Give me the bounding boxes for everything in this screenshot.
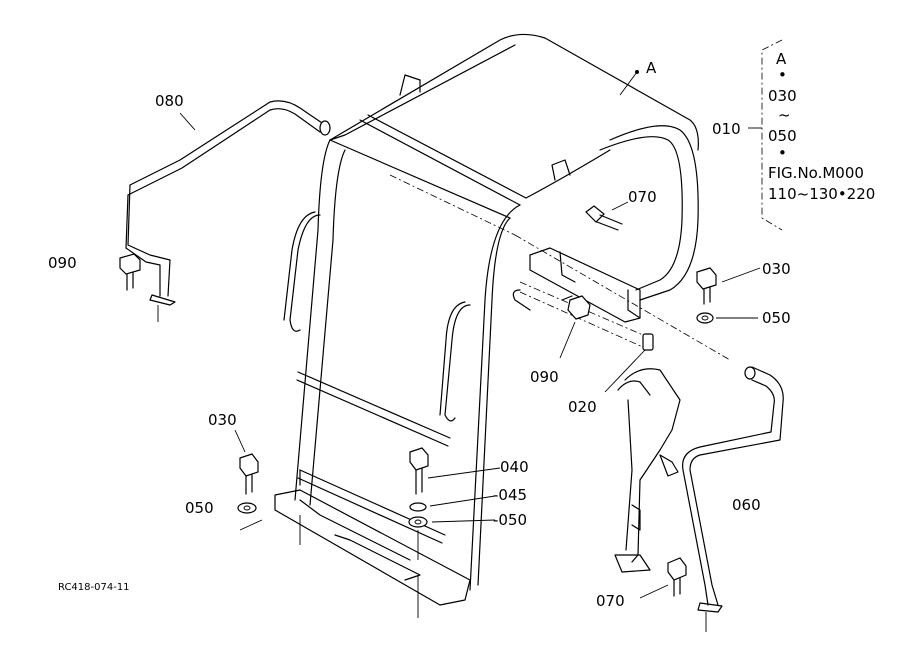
label-050-right: 050 (762, 309, 791, 327)
inset-line-4: 050 (768, 127, 797, 145)
part-050-washer-left (237, 502, 257, 514)
label-030-left: 030 (208, 411, 237, 429)
part-090-bolt-mid (561, 295, 591, 320)
inset-line-7: 110~130•220 (768, 185, 875, 203)
part-080-rod (125, 100, 331, 322)
label-090-left: 090 (48, 254, 77, 272)
label-060: 060 (732, 496, 761, 514)
part-030-bolt-right (696, 267, 717, 324)
inset-line-0: A (776, 50, 787, 68)
inset-ref-label: 010 (712, 120, 741, 138)
inset-line-2: 030 (768, 87, 797, 105)
label-090-mid: 090 (530, 368, 559, 386)
part-090-bolt-left (119, 253, 141, 291)
rops-frame (274, 33, 731, 606)
inset-line-3: ~ (778, 106, 791, 124)
label-050-left: 050 (185, 499, 214, 517)
label-A: A (646, 59, 657, 77)
label-070-top: 070 (628, 188, 657, 206)
axis-line-washer (239, 519, 263, 531)
drawing-code: RC418-074-11 (58, 582, 130, 593)
inset-line-5: • (778, 144, 787, 162)
label-050-mid: -050 (493, 511, 527, 529)
part-045-washer (409, 502, 427, 512)
label-080: 080 (155, 92, 184, 110)
part-060-rod (682, 366, 784, 632)
reference-inset (748, 39, 783, 231)
inset-line-1: • (778, 66, 787, 84)
label-040: 040 (500, 458, 529, 476)
inset-line-6: FIG.No.M000 (768, 164, 864, 182)
part-070-bolt-bottom (667, 557, 687, 597)
leader-lines (179, 70, 761, 599)
label-030-right: 030 (762, 260, 791, 278)
part-050-washer-mid (408, 516, 428, 528)
part-040-bolt (409, 447, 429, 495)
part-070-bolt-top (585, 205, 623, 231)
part-030-bolt-left (239, 453, 259, 495)
lower-right-bracket (614, 368, 681, 573)
label-070-bottom: 070 (596, 592, 625, 610)
label-020: 020 (568, 398, 597, 416)
part-020-pin (642, 333, 654, 351)
label-045: -045 (493, 486, 527, 504)
